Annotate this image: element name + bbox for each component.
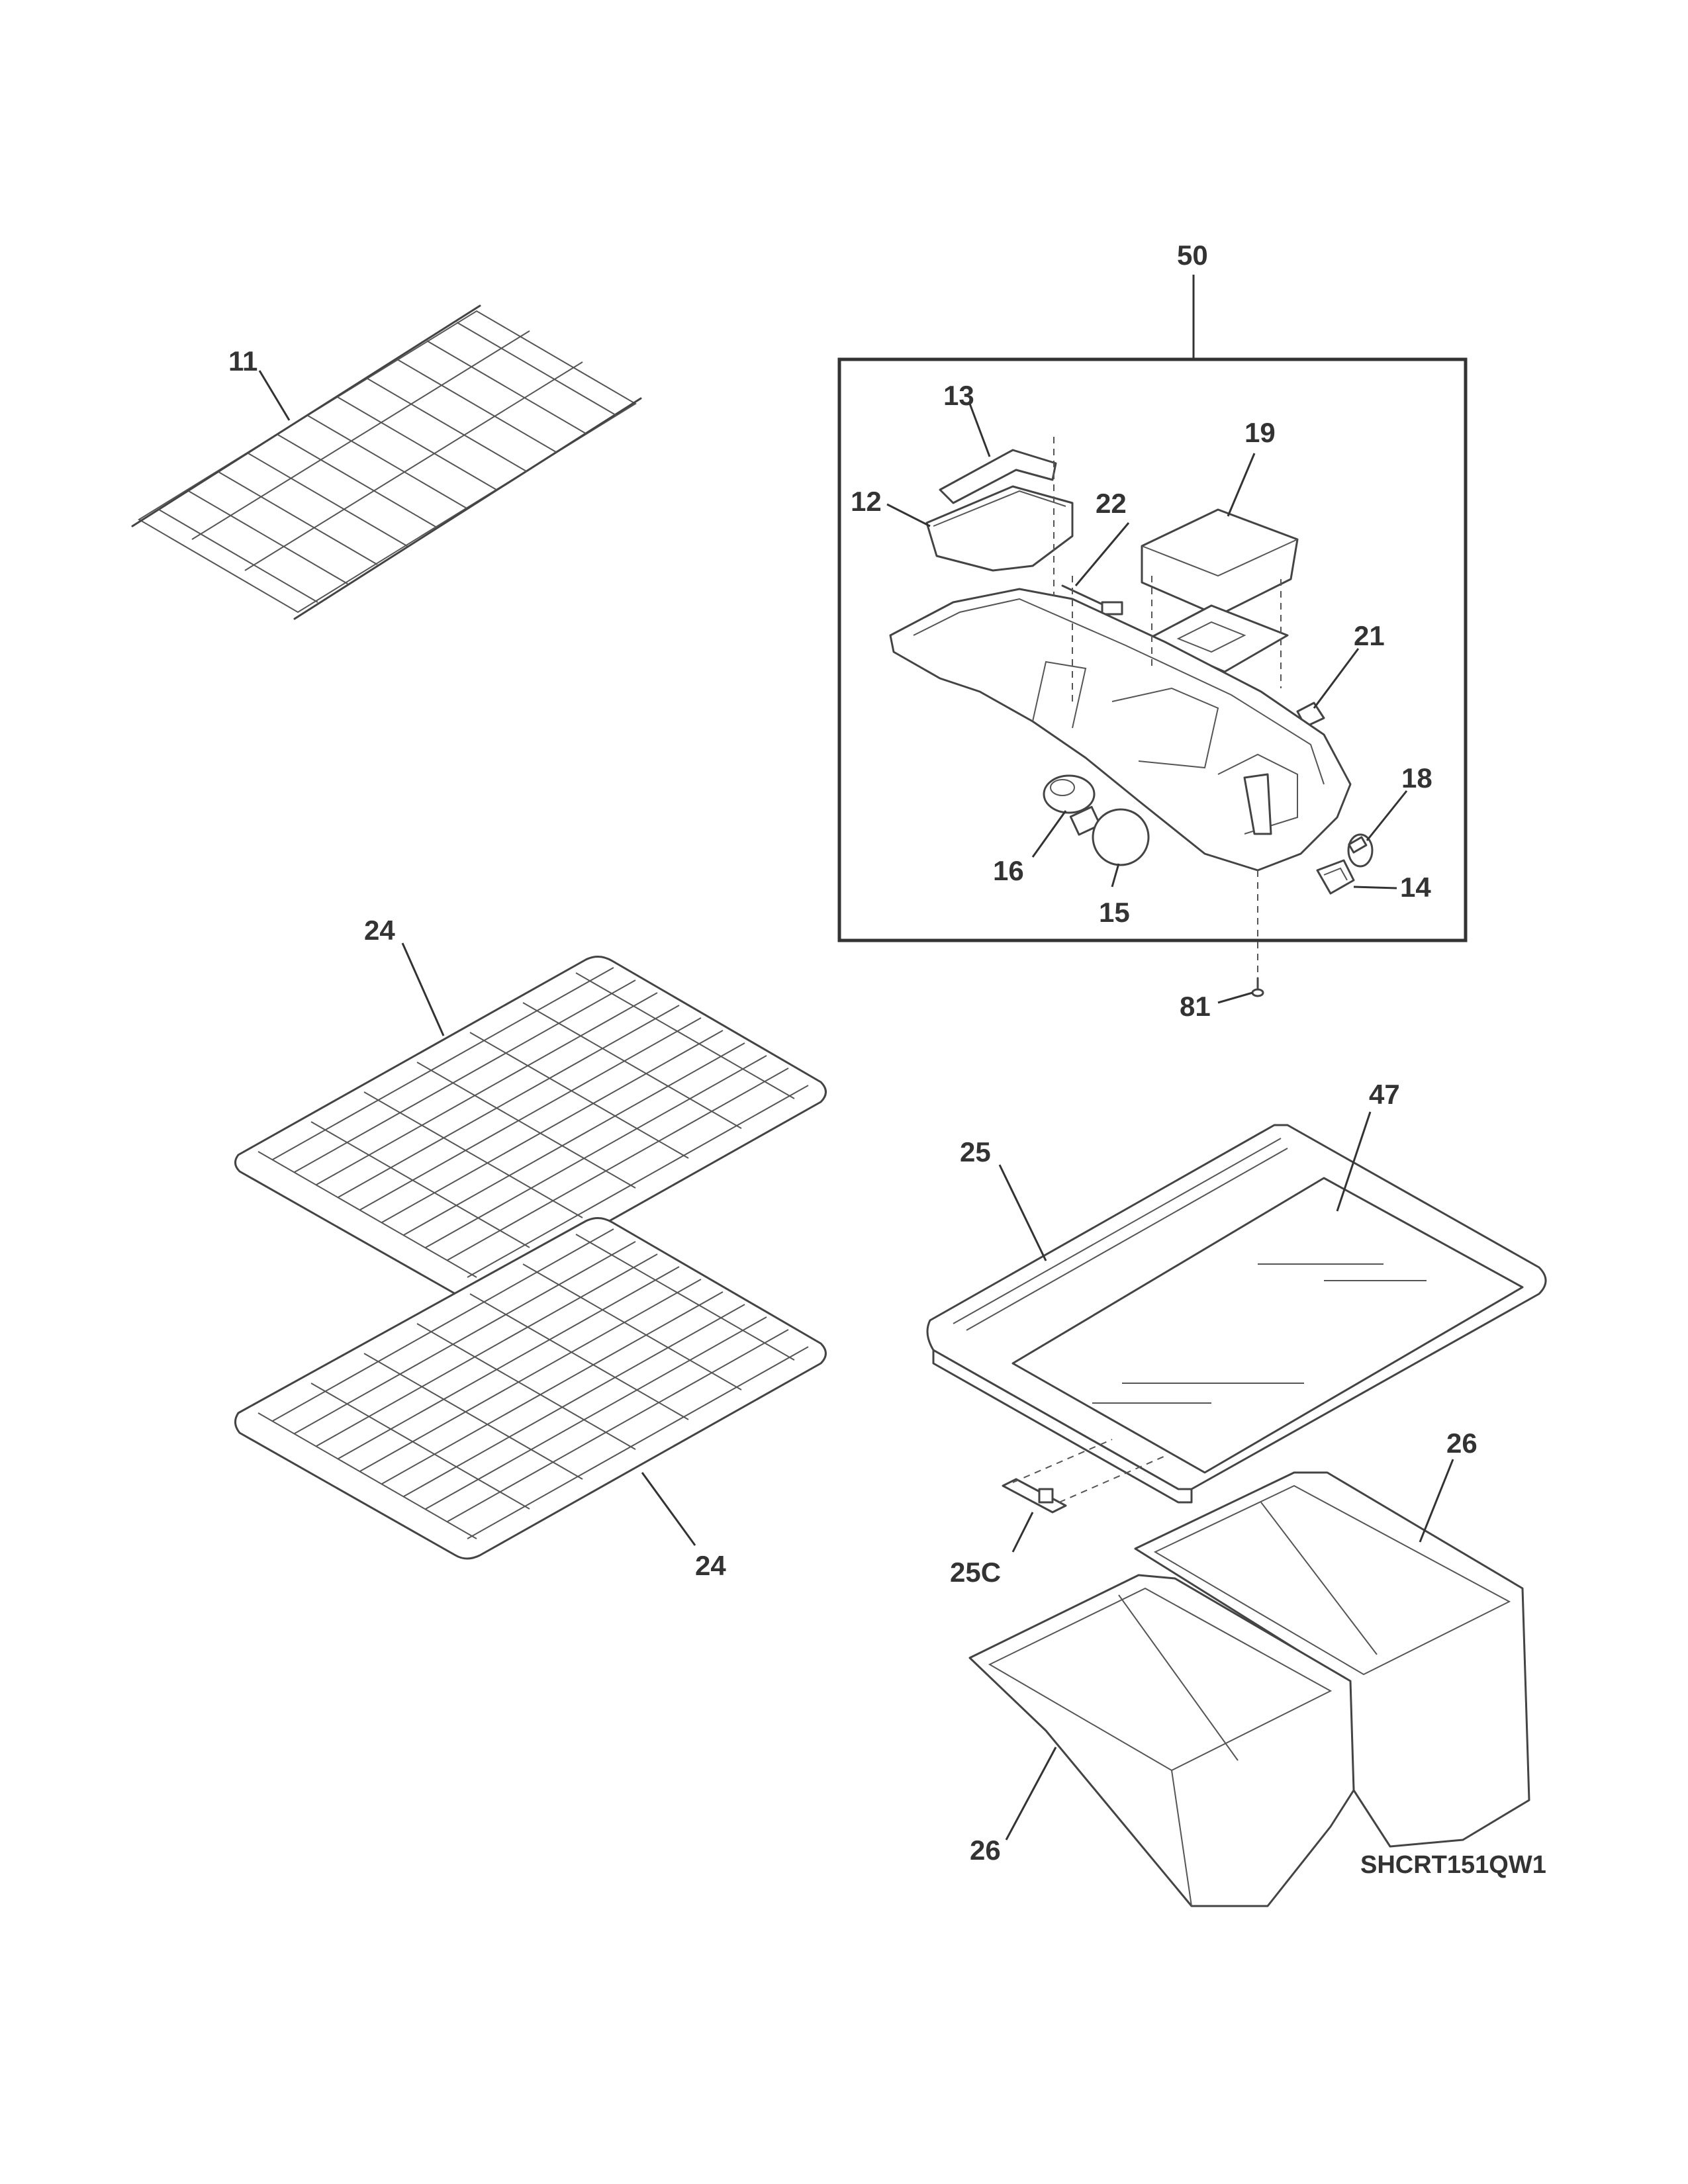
callout-18: 18	[1401, 762, 1432, 794]
part-25c-humidity-slide	[1002, 1478, 1067, 1514]
part-47-glass-panel	[1011, 1177, 1524, 1474]
callout-16: 16	[993, 855, 1024, 886]
part-13-cover-handle	[939, 449, 1057, 504]
callout-25: 25	[960, 1136, 991, 1167]
part-14-rocker-switch	[1316, 859, 1355, 895]
callout-21: 21	[1354, 620, 1385, 651]
part-18-knob	[1347, 833, 1374, 868]
callout-14: 14	[1400, 872, 1431, 903]
callout-47: 47	[1369, 1079, 1400, 1110]
model-code: SHCRT151QW1	[1360, 1851, 1546, 1879]
part-19-control-module	[1141, 508, 1299, 617]
part-81-screw	[1251, 977, 1264, 997]
callout-26-left: 26	[970, 1835, 1001, 1866]
callout-13: 13	[943, 380, 974, 411]
callout-24-lower: 24	[695, 1550, 726, 1581]
part-11-wire-shelf	[131, 304, 642, 620]
assembly-50-frame	[837, 357, 1468, 942]
callout-50: 50	[1177, 240, 1208, 271]
callout-25c: 25C	[950, 1557, 1001, 1588]
part-24-wire-shelf-lower	[234, 1217, 827, 1560]
part-12-light-cover	[925, 485, 1074, 572]
control-housing-body	[889, 588, 1352, 872]
callout-24-upper: 24	[364, 915, 395, 946]
callout-15: 15	[1099, 897, 1130, 928]
callout-26-right: 26	[1446, 1428, 1477, 1459]
callout-12: 12	[851, 486, 882, 517]
part-26-crisper-drawer-left	[968, 1574, 1355, 1907]
part-22-sensor	[1061, 584, 1123, 615]
callout-81: 81	[1180, 991, 1211, 1022]
callout-22: 22	[1096, 488, 1127, 519]
part-24-wire-shelf-upper	[234, 956, 827, 1298]
part-16-lamp-socket	[1043, 774, 1096, 814]
callout-19: 19	[1244, 417, 1276, 448]
part-15-light-bulb	[1069, 805, 1150, 866]
callout-11: 11	[228, 345, 258, 377]
